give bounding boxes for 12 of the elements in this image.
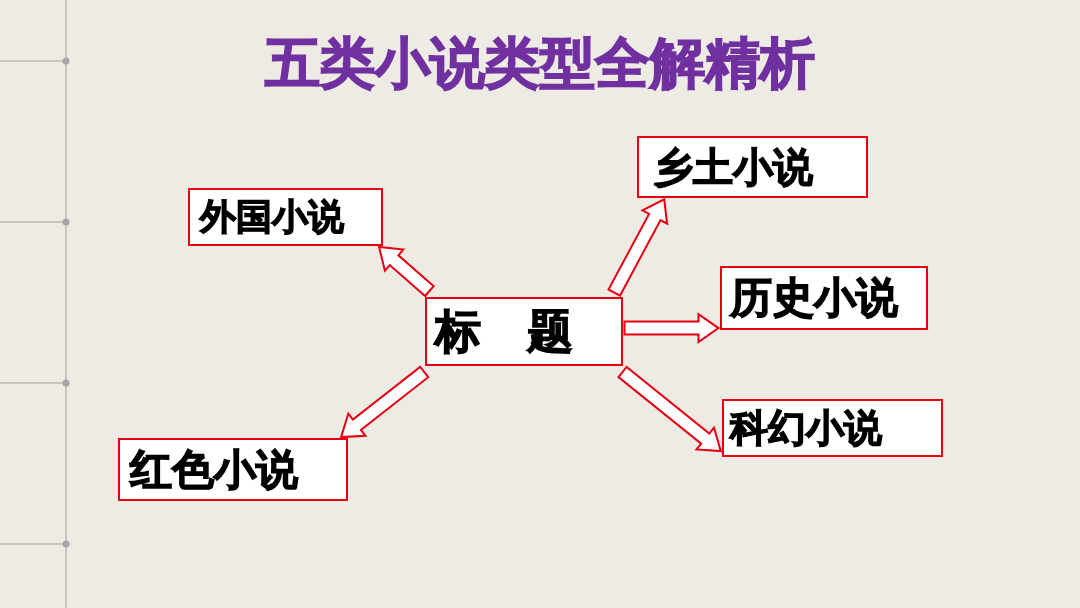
arrow (623, 312, 721, 345)
title: 五类小说类型全解精析 (265, 30, 815, 97)
text-box: 乡土小说 (637, 136, 868, 198)
arrow (617, 365, 723, 453)
text-box: 科幻小说 (722, 399, 943, 457)
arrow (377, 245, 436, 298)
center-box: 标 题 (425, 297, 623, 366)
text-box: 红色小说 (118, 438, 348, 501)
text-box: 历史小说 (720, 266, 928, 330)
arrow (339, 365, 430, 439)
text-box: 外国小说 (188, 188, 383, 246)
arrow (607, 197, 669, 298)
